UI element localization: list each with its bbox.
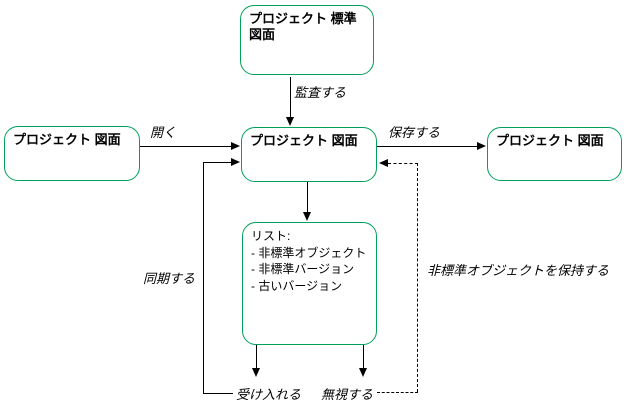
accept-arrowhead — [252, 368, 260, 377]
ignore-edge-line — [363, 345, 364, 369]
sync-edge-label: 同期する — [143, 271, 196, 286]
save-arrowhead — [477, 142, 486, 150]
open-edge-label: 開く — [150, 125, 177, 140]
node-project-drawing-saved: プロジェクト 図面 — [487, 127, 622, 181]
node-project-drawing-source: プロジェクト 図面 — [4, 126, 140, 181]
node-project-standard-drawing: プロジェクト 標準図面 — [240, 5, 374, 75]
sync-edge-bottom-line — [203, 393, 233, 394]
keep-edge-label: 非標準オブジェクトを保持する — [427, 263, 610, 278]
audit-arrowhead — [286, 117, 294, 126]
sync-edge-vertical-line — [203, 162, 204, 394]
keep-edge-top-dashed-line — [388, 163, 418, 164]
sync-arrowhead — [231, 158, 240, 166]
node-project-drawing-source-label: プロジェクト 図面 — [13, 132, 121, 147]
save-edge-label: 保存する — [388, 125, 441, 140]
keep-edge-bottom-dashed-line — [377, 392, 418, 393]
accept-edge-line — [256, 345, 257, 369]
audit-edge-label: 監査する — [294, 85, 347, 100]
working-to-list-edge-line — [307, 182, 308, 213]
node-project-drawing-working-label: プロジェクト 図面 — [250, 133, 358, 148]
audit-edge-line — [290, 77, 291, 118]
node-list-item: - 古いバージョン — [251, 278, 343, 293]
node-project-drawing-saved-label: プロジェクト 図面 — [496, 133, 604, 148]
node-list-title: リスト: — [251, 229, 291, 243]
save-edge-line — [377, 146, 478, 147]
working-to-list-arrowhead — [303, 212, 311, 221]
sync-edge-top-line — [203, 162, 232, 163]
node-project-standard-drawing-label: プロジェクト 標準図面 — [249, 11, 357, 42]
node-list: リスト: - 非標準オブジェクト - 非標準バージョン - 古いバージョン — [242, 222, 377, 345]
node-list-item: - 非標準バージョン — [251, 262, 355, 276]
accept-edge-label: 受け入れる — [236, 387, 302, 402]
node-project-drawing-working: プロジェクト 図面 — [241, 127, 377, 182]
open-arrowhead — [231, 142, 240, 150]
node-list-item: - 非標準オブジェクト — [251, 245, 367, 260]
open-edge-line — [140, 146, 232, 147]
ignore-arrowhead — [359, 368, 367, 377]
ignore-edge-label: 無視する — [321, 387, 374, 402]
keep-edge-vertical-dashed-line — [417, 163, 418, 392]
keep-arrowhead — [379, 159, 388, 167]
